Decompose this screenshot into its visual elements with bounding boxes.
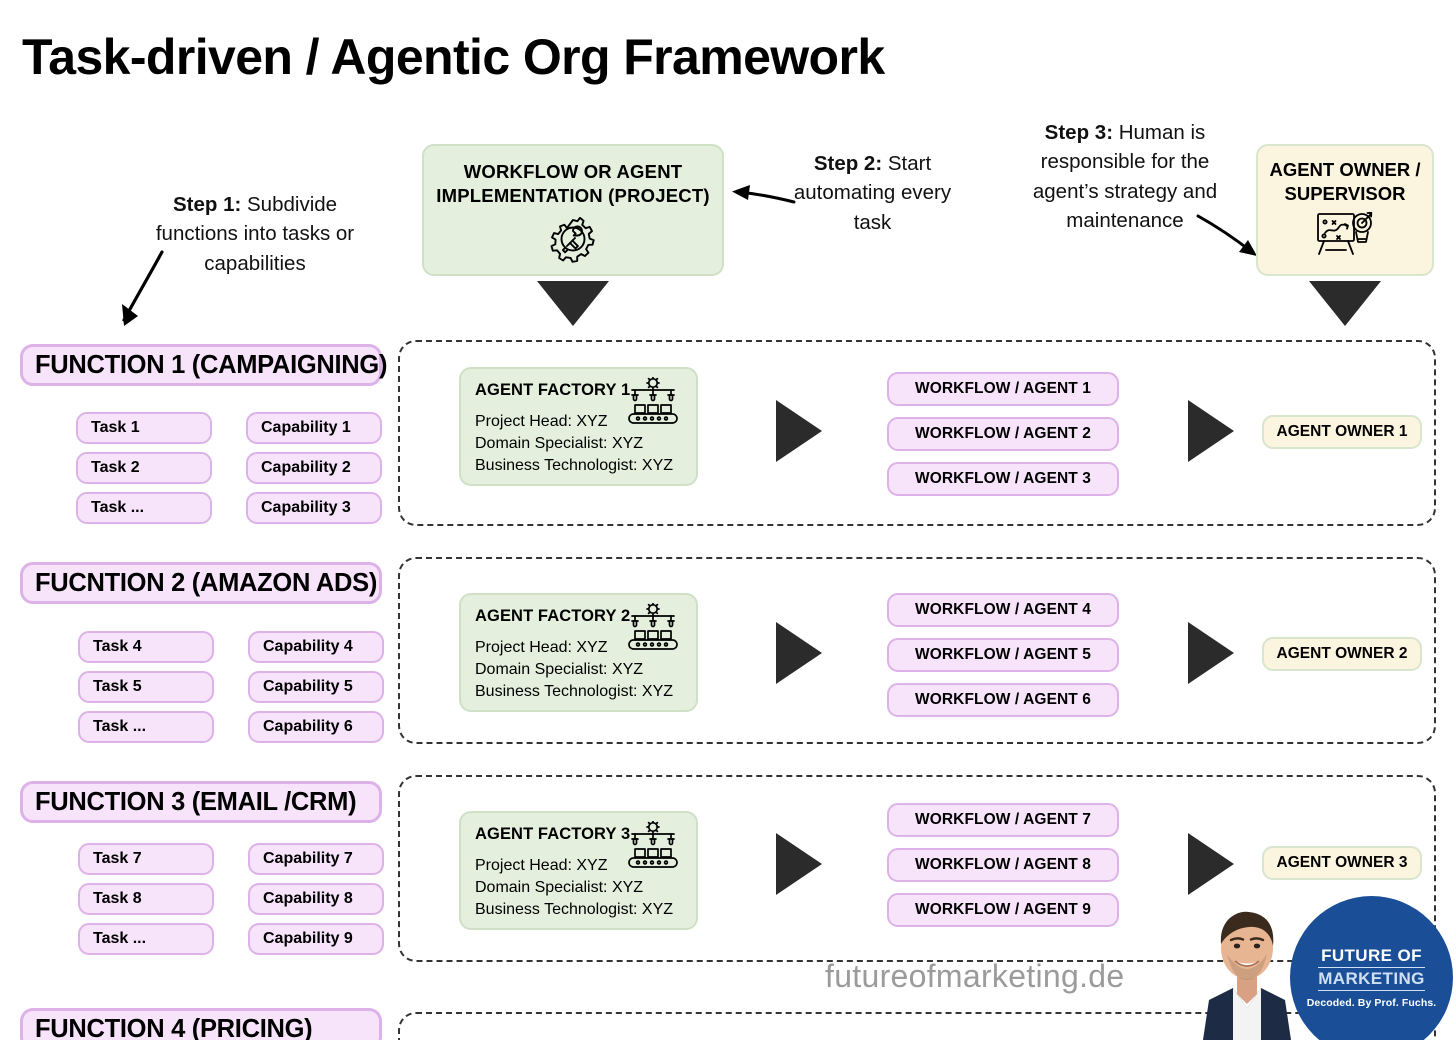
factory-conveyor-icon xyxy=(628,377,678,424)
workflow-agent-pill[interactable]: WORKFLOW / AGENT 5 xyxy=(887,638,1119,672)
capability-pill[interactable]: Capability 9 xyxy=(248,923,384,955)
workflow-agent-pill[interactable]: WORKFLOW / AGENT 6 xyxy=(887,683,1119,717)
task-pill[interactable]: Task 5 xyxy=(78,671,214,703)
agent-factory-title: AGENT FACTORY 3 xyxy=(475,825,631,843)
factory-conveyor-icon xyxy=(628,603,678,650)
step-3-label: Step 3: xyxy=(1044,121,1114,144)
site-watermark: futureofmarketing.de xyxy=(825,958,1125,994)
factory-role-line: Project Head: XYZ xyxy=(475,413,608,430)
workflow-agent-pill[interactable]: WORKFLOW / AGENT 8 xyxy=(887,848,1119,882)
step-3-text: Human is responsible for the agent’s str… xyxy=(1032,121,1218,232)
row-container-3 xyxy=(398,775,1436,962)
step-3-arrow-icon xyxy=(1196,214,1257,256)
factory-role-line: Project Head: XYZ xyxy=(475,639,608,656)
task-pill[interactable]: Task 4 xyxy=(78,631,214,663)
step-2-arrow-icon xyxy=(732,185,796,204)
agent-owner-pill[interactable]: AGENT OWNER 1 xyxy=(1262,415,1422,449)
agent-factory-title: AGENT FACTORY 1 xyxy=(475,381,631,399)
page-title: Task-driven / Agentic Org Framework xyxy=(22,29,885,85)
gear-wrench-icon xyxy=(550,217,595,264)
presenter-photo xyxy=(1185,896,1310,1040)
workflow-implementation-box[interactable]: WORKFLOW OR AGENT IMPLEMENTATION (PROJEC… xyxy=(422,144,724,276)
workflow-agent-pill[interactable]: WORKFLOW / AGENT 7 xyxy=(887,803,1119,837)
workflow-to-owner-arrow-icon xyxy=(1188,622,1234,684)
capability-pill[interactable]: Capability 7 xyxy=(248,843,384,875)
workflow-agent-pill[interactable]: WORKFLOW / AGENT 2 xyxy=(887,417,1119,451)
task-pill[interactable]: Task 2 xyxy=(76,452,212,484)
task-pill[interactable]: Task 8 xyxy=(78,883,214,915)
agent-owner-supervisor-title: AGENT OWNER / SUPERVISOR xyxy=(1269,159,1421,204)
agent-factory-card-2[interactable]: AGENT FACTORY 2 Project Head: xyxy=(459,593,698,712)
capability-pill[interactable]: Capability 2 xyxy=(246,452,382,484)
brand-line-1: FUTURE OF xyxy=(1321,946,1422,965)
function-header-3[interactable]: FUNCTION 3 (EMAIL /CRM) xyxy=(20,781,382,823)
step-3-note: Step 3: Human is responsible for the age… xyxy=(1020,118,1230,235)
step-1-label: Step 1: xyxy=(172,193,242,216)
factory-role-line: Business Technologist: XYZ xyxy=(475,457,674,475)
task-pill[interactable]: Task 1 xyxy=(76,412,212,444)
presenter-portrait-icon xyxy=(1203,911,1291,1040)
agent-owner-supervisor-box[interactable]: AGENT OWNER / SUPERVISOR xyxy=(1256,144,1434,276)
brand-line-2: MARKETING xyxy=(1318,967,1425,991)
task-pill[interactable]: Task 7 xyxy=(78,843,214,875)
task-pill[interactable]: Task ... xyxy=(78,711,214,743)
brand-line-3: Decoded. By Prof. Fuchs. xyxy=(1306,997,1437,1009)
implementation-down-arrow-icon xyxy=(537,281,609,326)
workflow-to-owner-arrow-icon xyxy=(1188,833,1234,895)
workflow-agent-pill[interactable]: WORKFLOW / AGENT 3 xyxy=(887,462,1119,496)
factory-conveyor-icon xyxy=(628,821,678,868)
capability-pill[interactable]: Capability 1 xyxy=(246,412,382,444)
capability-pill[interactable]: Capability 5 xyxy=(248,671,384,703)
brand-badge: FUTURE OF MARKETING Decoded. By Prof. Fu… xyxy=(1290,896,1453,1040)
step-2-note: Step 2: Start automating every task xyxy=(790,149,955,237)
task-pill[interactable]: Task ... xyxy=(78,923,214,955)
factory-role-line: Domain Specialist: XYZ xyxy=(475,879,644,897)
owner-down-arrow-icon xyxy=(1309,281,1381,326)
workflow-to-owner-arrow-icon xyxy=(1188,400,1234,462)
agent-factory-card-3[interactable]: AGENT FACTORY 3 Project Head: xyxy=(459,811,698,930)
factory-to-workflow-arrow-icon xyxy=(776,833,822,895)
step-1-text: Subdivide functions into tasks or capabi… xyxy=(155,193,355,275)
step-1-note: Step 1: Subdivide functions into tasks o… xyxy=(130,190,380,278)
workflow-implementation-title: WORKFLOW OR AGENT IMPLEMENTATION (PROJEC… xyxy=(436,161,710,206)
task-pill[interactable]: Task ... xyxy=(76,492,212,524)
factory-role-line: Project Head: XYZ xyxy=(475,857,608,874)
agent-factory-title: AGENT FACTORY 2 xyxy=(475,607,631,625)
capability-pill[interactable]: Capability 8 xyxy=(248,883,384,915)
factory-role-line: Business Technologist: XYZ xyxy=(475,683,674,701)
capability-pill[interactable]: Capability 3 xyxy=(246,492,382,524)
factory-role-line: Domain Specialist: XYZ xyxy=(475,661,644,679)
agent-factory-card-1[interactable]: AGENT FACTORY 1 Project Head: xyxy=(459,367,698,486)
row-container-2 xyxy=(398,557,1436,744)
function-header-1[interactable]: FUNCTION 1 (CAMPAIGNING) xyxy=(20,344,387,386)
row-container-1 xyxy=(398,340,1436,526)
factory-role-line: Business Technologist: XYZ xyxy=(475,901,674,919)
function-header-4[interactable]: FUNCTION 4 (PRICING) xyxy=(20,1008,382,1040)
workflow-agent-pill[interactable]: WORKFLOW / AGENT 1 xyxy=(887,372,1119,406)
workflow-agent-pill[interactable]: WORKFLOW / AGENT 4 xyxy=(887,593,1119,627)
capability-pill[interactable]: Capability 4 xyxy=(248,631,384,663)
capability-pill[interactable]: Capability 6 xyxy=(248,711,384,743)
factory-to-workflow-arrow-icon xyxy=(776,400,822,462)
agent-owner-pill[interactable]: AGENT OWNER 3 xyxy=(1262,846,1422,880)
strategy-board-icon xyxy=(1317,212,1373,256)
workflow-agent-pill[interactable]: WORKFLOW / AGENT 9 xyxy=(887,893,1119,927)
factory-to-workflow-arrow-icon xyxy=(776,622,822,684)
step-2-label: Step 2: xyxy=(813,152,883,175)
function-header-2[interactable]: FUCNTION 2 (AMAZON ADS) xyxy=(20,562,382,604)
step-1-arrow-icon xyxy=(122,250,164,326)
agent-owner-pill[interactable]: AGENT OWNER 2 xyxy=(1262,637,1422,671)
factory-role-line: Domain Specialist: XYZ xyxy=(475,435,644,453)
step-2-text: Start automating every task xyxy=(793,152,952,234)
